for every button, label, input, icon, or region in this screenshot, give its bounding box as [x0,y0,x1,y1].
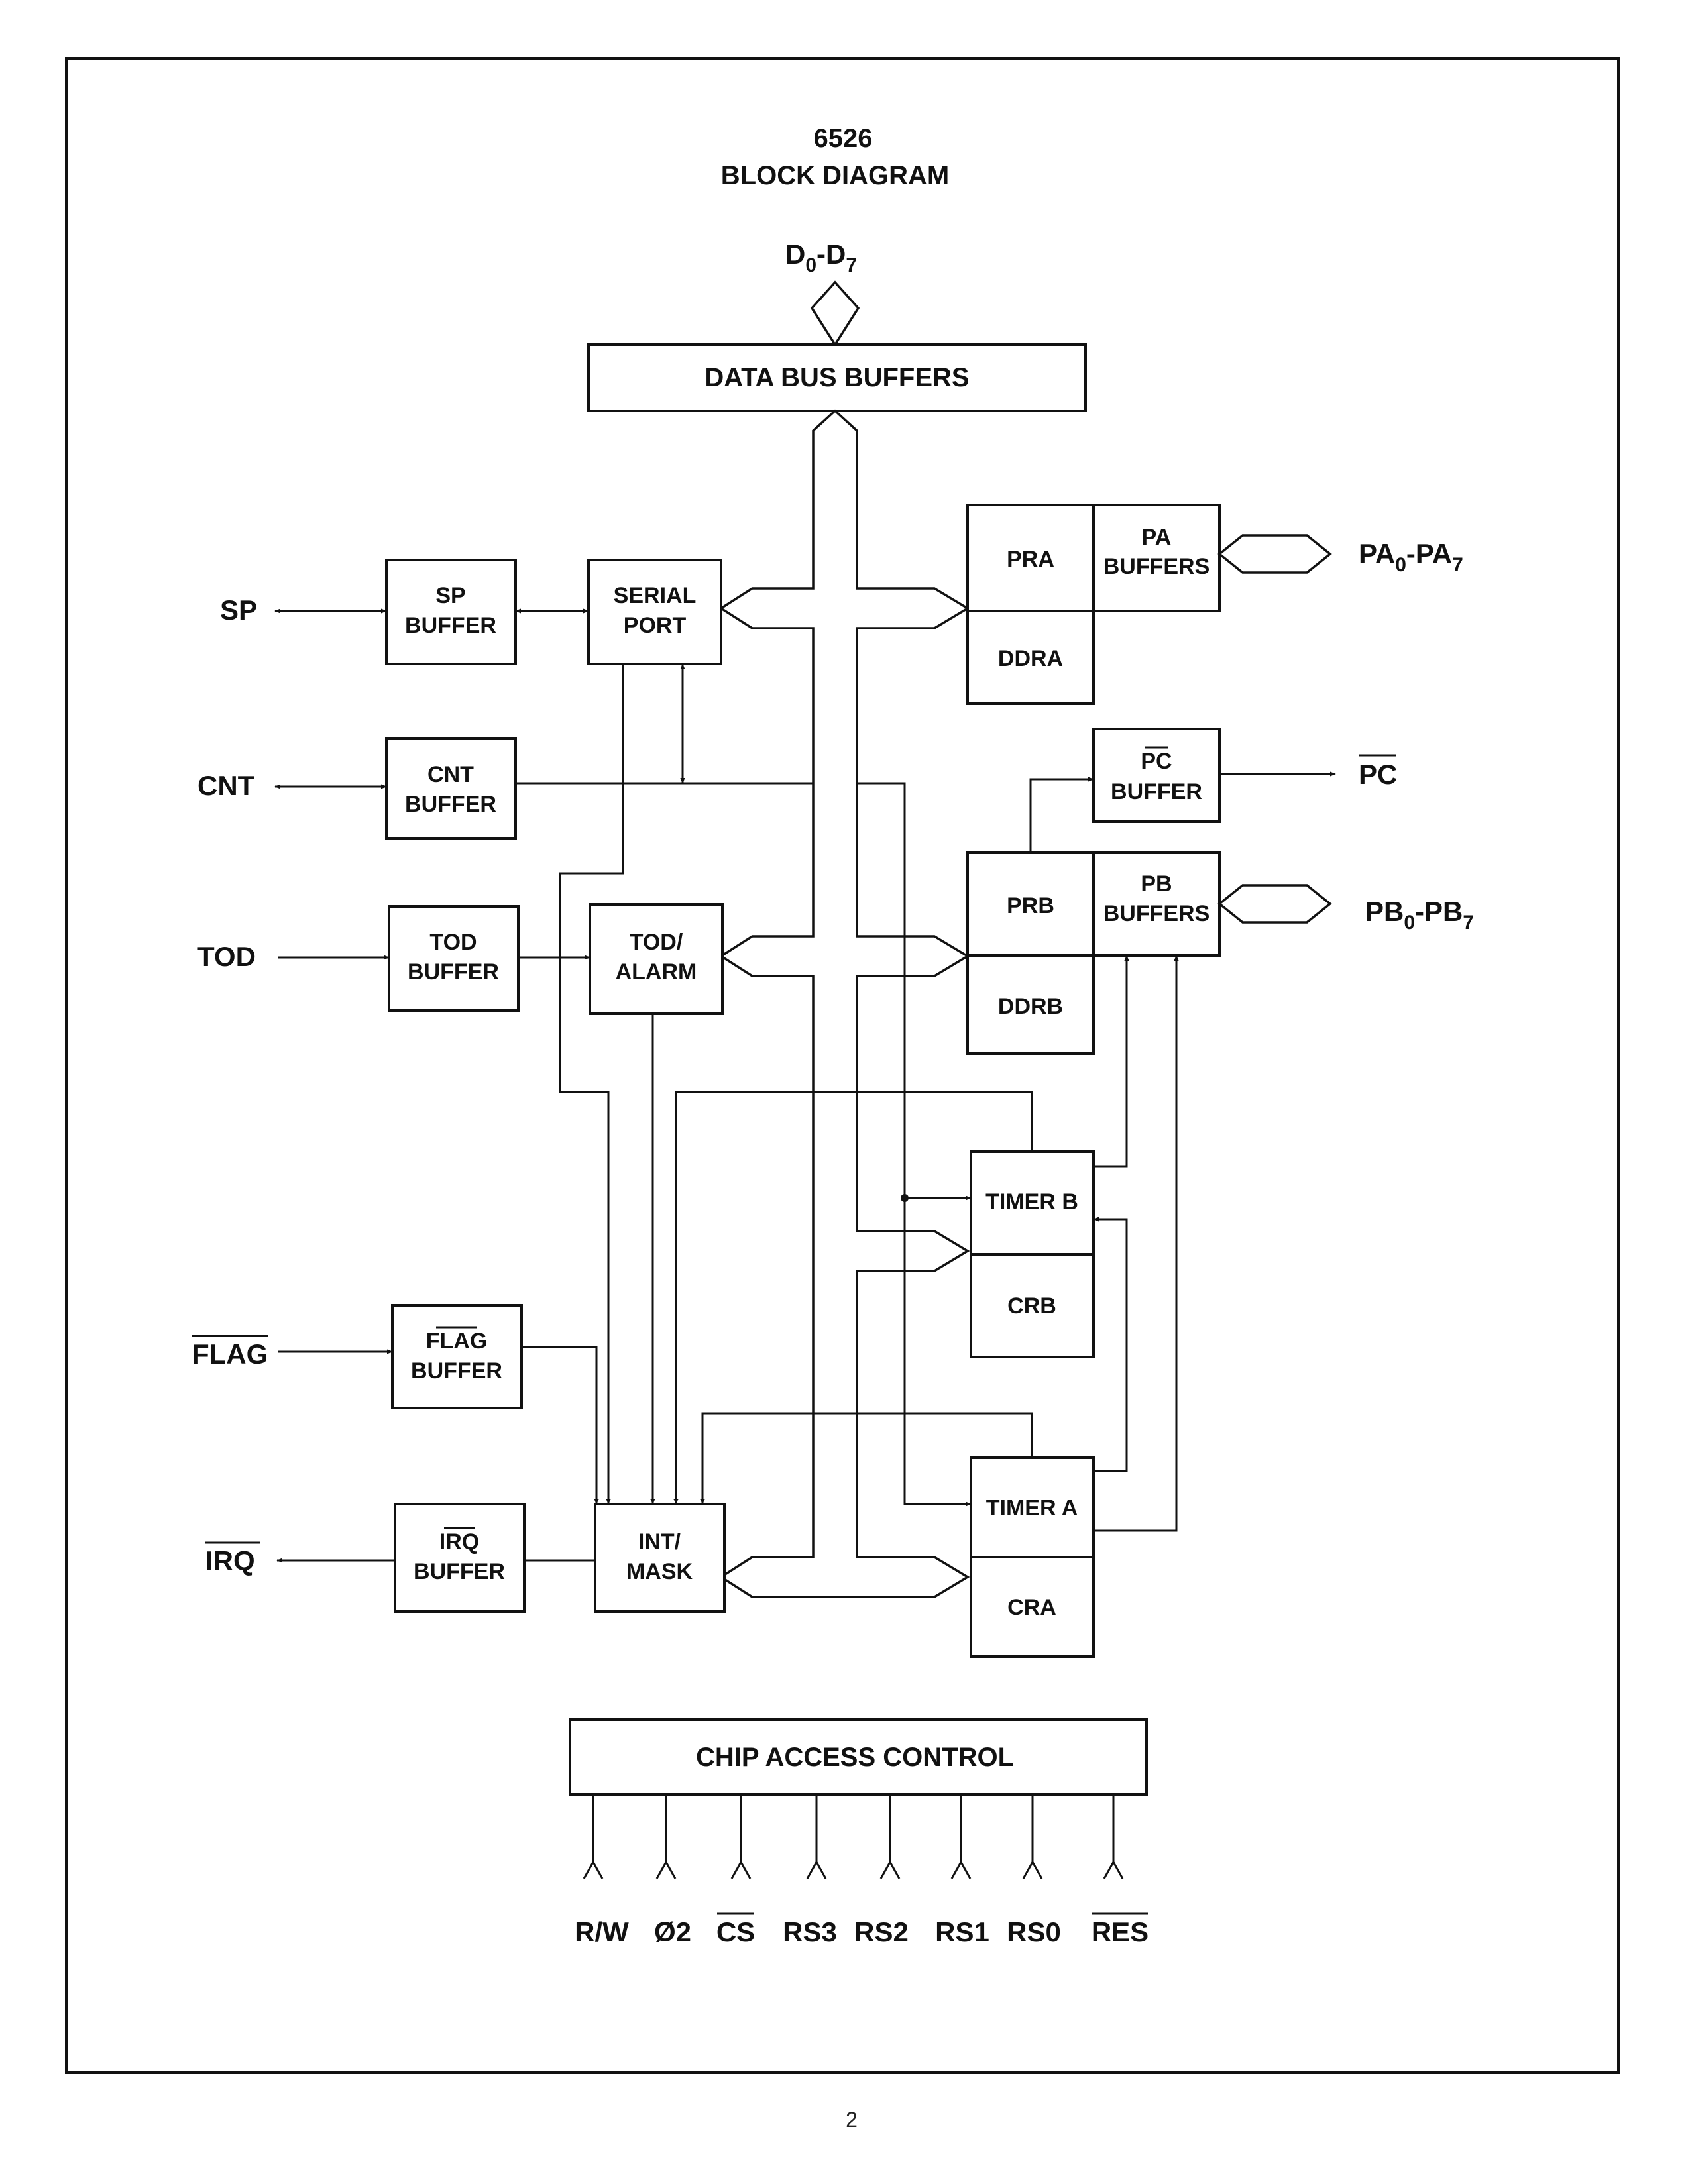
ddra-label: DDRA [998,646,1063,671]
pb-signal-label: PB0-PB7 [1365,896,1474,934]
timer-a-to-pb-line [1094,955,1179,1532]
ddrb-label: DDRB [998,994,1063,1019]
chip-access-control-label: CHIP ACCESS CONTROL [696,1743,1014,1772]
sp-buffer-label: SP [435,583,465,608]
pc-signal-label: PC [1359,759,1397,790]
pin-input-fork [1022,1859,1043,1879]
diagram-title: BLOCK DIAGRAM [721,161,949,190]
pin-label: Ø2 [654,1916,691,1947]
cnt-to-timer-b-line [857,782,906,1198]
cra-label: CRA [1007,1595,1056,1620]
timer-b-label: TIMER B [985,1189,1078,1215]
pin-input-fork [583,1859,604,1879]
pin-label: RS3 [783,1916,837,1947]
pin-input-fork [950,1859,972,1879]
int-mask-label: INT/ [638,1529,681,1555]
tod-signal-label: TOD [197,941,256,972]
ddra-register [966,610,1095,705]
serial-port-label: SERIAL [614,583,697,608]
pa-buffers-block [1092,504,1221,612]
cra-register [970,1556,1095,1658]
data-bus-connector [810,280,860,347]
pin-input-fork [730,1859,752,1879]
tod-buffer-block [388,905,520,1012]
control-pins: R/W Ø2 CS RS3 RS2 RS1 RS0 RES [575,1794,1149,1947]
flag-signal-label: FLAG [192,1338,268,1370]
data-bus-buffers-label: DATA BUS BUFFERS [704,363,969,392]
pb-bus-connector [1217,884,1332,924]
pa-buffers-label: PA [1142,525,1172,550]
flag-buffer-block [391,1304,523,1409]
irq-buffer-label: BUFFER [414,1559,505,1584]
sp-buffer-label: BUFFER [405,613,496,638]
ddrb-register [966,954,1095,1055]
pc-buffer-block [1092,728,1221,823]
pin-label: RES [1092,1916,1149,1947]
crb-register [970,1253,1095,1358]
pa-bus-connector [1217,534,1332,574]
tod-alarm-block [589,903,724,1015]
cnt-buffer-label: BUFFER [405,792,496,817]
chip-access-control-block [569,1718,1148,1796]
irq-buffer-block [394,1503,526,1613]
irq-signal-label: IRQ [205,1545,255,1576]
pb-buffers-label: BUFFERS [1103,901,1210,926]
pin-label: R/W [575,1916,629,1947]
internal-data-bus [718,409,970,1598]
pb-buffers-block [1092,851,1221,957]
pin-input-fork [806,1859,827,1879]
pin-label: RS2 [854,1916,909,1947]
tod-alarm-label: TOD/ [630,930,683,955]
tod-buffer-label: TOD [429,930,477,955]
pin-input-fork [655,1859,677,1879]
serial-port-label: PORT [624,613,687,638]
cnt-buffer-label: CNT [427,762,474,787]
pin-label: CS [716,1916,755,1947]
cnt-buffer-block [385,737,517,840]
timer-b-to-pb-line [1094,955,1129,1168]
pc-buffer-label: PC [1141,749,1172,774]
pra-label: PRA [1007,547,1054,572]
pra-register [966,504,1095,612]
pa-buffers-label: BUFFERS [1103,554,1210,579]
pc-buffer-label: BUFFER [1111,779,1202,804]
pin-input-fork [879,1859,901,1879]
irq-buffer-label: IRQ [439,1529,479,1555]
int-mask-block [594,1503,726,1613]
pin-label: RS0 [1007,1916,1061,1947]
page-number: 2 [846,2108,858,2132]
prb-register [966,851,1095,957]
sp-buffer-block [385,559,517,665]
timer-a-to-int-line [700,1412,1033,1505]
tod-buffer-label: BUFFER [408,959,499,985]
tod-alarm-label: ALARM [616,959,697,985]
pin-label: RS1 [935,1916,989,1947]
timer-a-block [970,1456,1095,1558]
flag-buffer-label: BUFFER [411,1358,502,1384]
flag-to-int-line [522,1346,599,1505]
serial-to-int-line [559,664,624,1505]
prb-label: PRB [1007,893,1054,918]
sp-signal-label: SP [220,594,257,626]
flag-buffer-label: FLAG [426,1329,488,1354]
data-bus-buffers-block [587,343,1087,412]
timer-a-to-timer-b-line [1093,1217,1128,1472]
pa-signal-label: PA0-PA7 [1359,538,1463,576]
int-mask-label: MASK [626,1559,693,1584]
cnt-to-timer-a-line [903,1198,972,1507]
prb-to-pc-line [1029,777,1094,853]
diagram-title-part: 6526 [814,124,873,153]
pin-input-fork [1103,1859,1124,1879]
timer-a-label: TIMER A [986,1496,1078,1521]
timer-b-to-int-line [673,1091,1033,1505]
page-frame [65,57,1620,2074]
cnt-signal-label: CNT [197,770,255,801]
data-bus-label: D0-D7 [785,239,857,276]
crb-label: CRB [1007,1293,1056,1319]
pb-buffers-label: PB [1141,871,1172,897]
serial-port-block [587,559,722,665]
